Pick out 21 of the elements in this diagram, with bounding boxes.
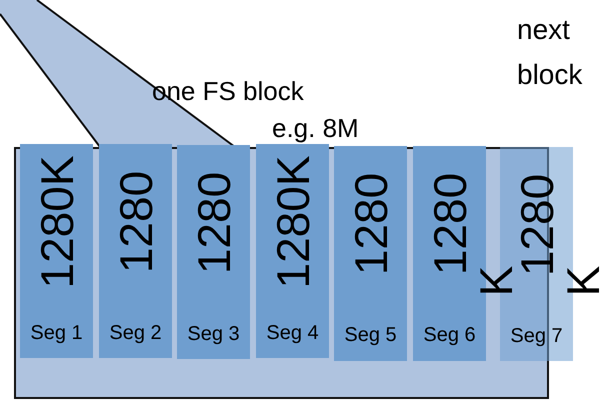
segment-label: Seg 6: [423, 324, 476, 346]
segment-label: Seg 1: [30, 322, 83, 344]
segment-box: [256, 144, 329, 358]
segment-box: [177, 145, 250, 359]
segment-label: Seg 4: [266, 322, 319, 344]
segment-box: [20, 144, 93, 358]
segment-size: 1280K: [34, 156, 80, 288]
segment-label: Seg 2: [109, 322, 162, 344]
segment-box: [334, 146, 407, 361]
size-suffix: K: [560, 266, 606, 296]
segment-label: Seg 5: [344, 324, 397, 346]
segment-size: 1280: [348, 172, 394, 276]
note-text: next block: [517, 13, 584, 92]
segment-size: 1280: [426, 172, 472, 276]
segment-size: 1280K: [270, 156, 316, 288]
block-caption: e.g. 8M: [272, 114, 359, 143]
segment-size: 1280: [190, 172, 236, 274]
segment-label: Seg 3: [187, 323, 240, 345]
segment-box: [99, 144, 172, 358]
segment-label: Seg 7: [510, 325, 563, 347]
segment-size: 1280: [112, 170, 158, 274]
